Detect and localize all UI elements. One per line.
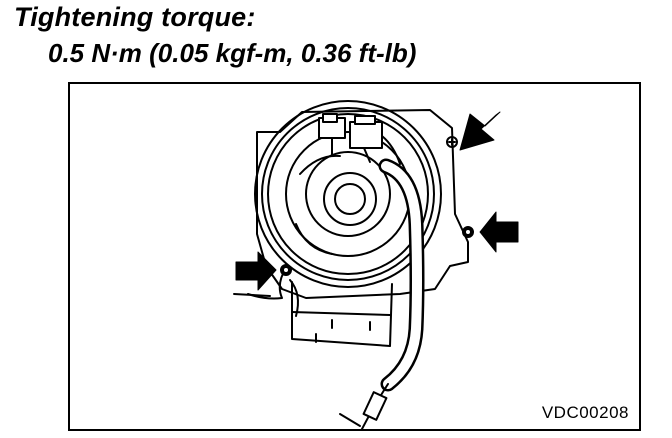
mounting-bracket — [256, 109, 469, 299]
diagram-frame: VDC00208 — [68, 82, 641, 431]
screw-icon — [280, 264, 292, 276]
outer-ring — [254, 100, 442, 288]
connector-right — [349, 121, 383, 149]
figure-code: VDC00208 — [541, 403, 629, 422]
arrow-icon — [479, 211, 519, 253]
screw-icon — [462, 226, 474, 238]
arrow-icon — [235, 251, 277, 291]
motor-assembly-drawing — [233, 100, 519, 429]
arrow-icon — [459, 111, 501, 151]
torque-value: 0.5 N·m (0.05 kgf-m, 0.36 ft-lb) — [48, 38, 417, 68]
hub — [323, 172, 377, 226]
left-wire — [247, 267, 287, 300]
screw-icon — [446, 136, 458, 148]
torque-title: Tightening torque: — [14, 2, 256, 32]
